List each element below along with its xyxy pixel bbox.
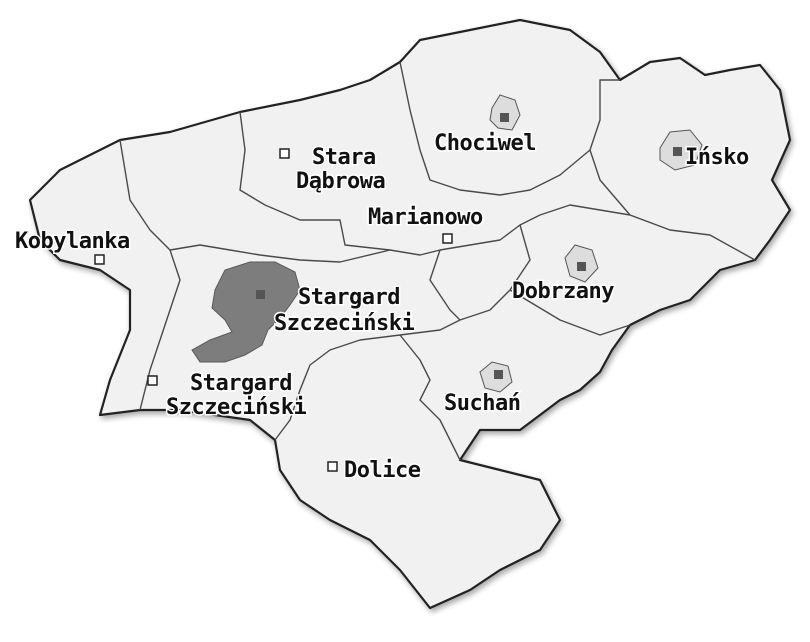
chociwel-town-area — [489, 94, 521, 131]
label-dobrzany: Dobrzany — [512, 279, 614, 304]
label-dolice: Dolice — [344, 458, 421, 483]
label-stara-dabrowa-line1: Stara — [312, 145, 376, 170]
label-marianowo: Marianowo — [368, 205, 483, 230]
gmina-border — [509, 289, 631, 336]
marker-stargard-gmina — [147, 375, 158, 386]
gmina-border — [429, 249, 461, 321]
gmina-border — [169, 244, 391, 263]
marker-marianowo — [442, 233, 453, 244]
gmina-border — [399, 61, 620, 196]
label-chociwel: Chociwel — [434, 131, 536, 156]
label-stara-dabrowa-line2: Dąbrowa — [296, 169, 385, 194]
label-stargard-gmina-line2: Szczeciński — [166, 395, 306, 420]
label-suchan: Suchań — [444, 391, 520, 416]
label-stargard-city-line1: Stargard — [298, 285, 400, 310]
label-kobylanka: Kobylanka — [15, 229, 130, 254]
gmina-border — [399, 334, 461, 461]
label-stargard-gmina-line1: Stargard — [190, 371, 292, 396]
gmina-border — [239, 111, 631, 256]
gmina-border — [119, 139, 181, 411]
marker-dolice — [327, 461, 338, 472]
marker-chociwel — [500, 113, 509, 122]
label-insko: Ińsko — [685, 145, 749, 170]
marker-kobylanka — [94, 254, 105, 265]
marker-stargard-city — [256, 290, 265, 299]
stargard-city-area — [191, 261, 301, 363]
gmina-border — [589, 149, 756, 261]
label-stargard-city-line2: Szczeciński — [274, 311, 414, 336]
marker-stara-dabrowa — [279, 148, 290, 159]
marker-dobrzany — [577, 262, 586, 271]
marker-insko — [673, 147, 682, 156]
marker-suchan — [494, 370, 503, 379]
